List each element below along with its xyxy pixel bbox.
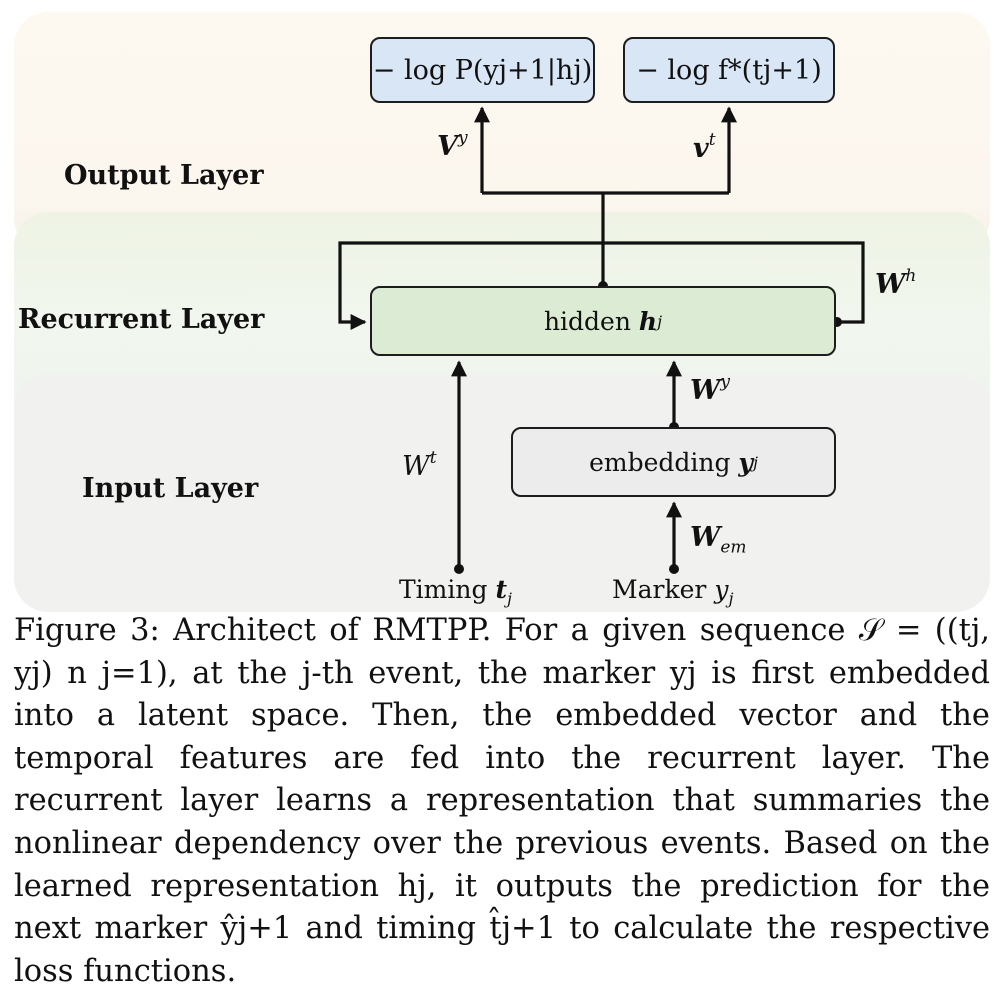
weight-Wt-label: Wt <box>402 448 437 482</box>
weight-Vy-label: Vy <box>437 128 468 162</box>
timing-source-dot <box>454 564 464 574</box>
timing-loss-label: − log f*(tj+1) <box>636 54 822 86</box>
timing-input-label: Timing tj <box>399 575 512 608</box>
rmtpp-architecture-diagram: Output Layer Recurrent Layer Input Layer <box>14 12 990 612</box>
timing-loss-box: − log f*(tj+1) <box>623 37 835 103</box>
embedding-subscript: j <box>752 452 758 472</box>
embedding-word: embedding <box>589 447 731 477</box>
marker-input-label: Marker yj <box>612 575 734 608</box>
marker-loss-box: − log P(yj+1|hj) <box>370 37 595 103</box>
marker-source-dot <box>669 564 679 574</box>
hidden-word: hidden <box>543 306 631 336</box>
recurrent-loop-right-wire <box>603 241 865 324</box>
input-layer-label: Input Layer <box>82 473 259 504</box>
weight-vt-label: vt <box>693 130 716 164</box>
weight-Wh-label: Wh <box>875 266 917 300</box>
weight-Wy-label: Wy <box>690 372 730 406</box>
embedding-symbol: y <box>738 447 753 477</box>
connection-wires <box>338 106 865 574</box>
marker-loss-label: − log P(yj+1|hj) <box>372 54 593 86</box>
weight-Wem-label: Wem <box>690 522 747 558</box>
hidden-symbol: h <box>638 306 658 336</box>
recurrent-layer-label: Recurrent Layer <box>18 304 265 335</box>
output-layer-label: Output Layer <box>64 160 264 191</box>
hidden-subscript: j <box>657 311 663 331</box>
recurrent-loop-left-arrow <box>338 241 603 330</box>
figure-caption: Figure 3: Architect of RMTPP. For a give… <box>14 613 990 989</box>
